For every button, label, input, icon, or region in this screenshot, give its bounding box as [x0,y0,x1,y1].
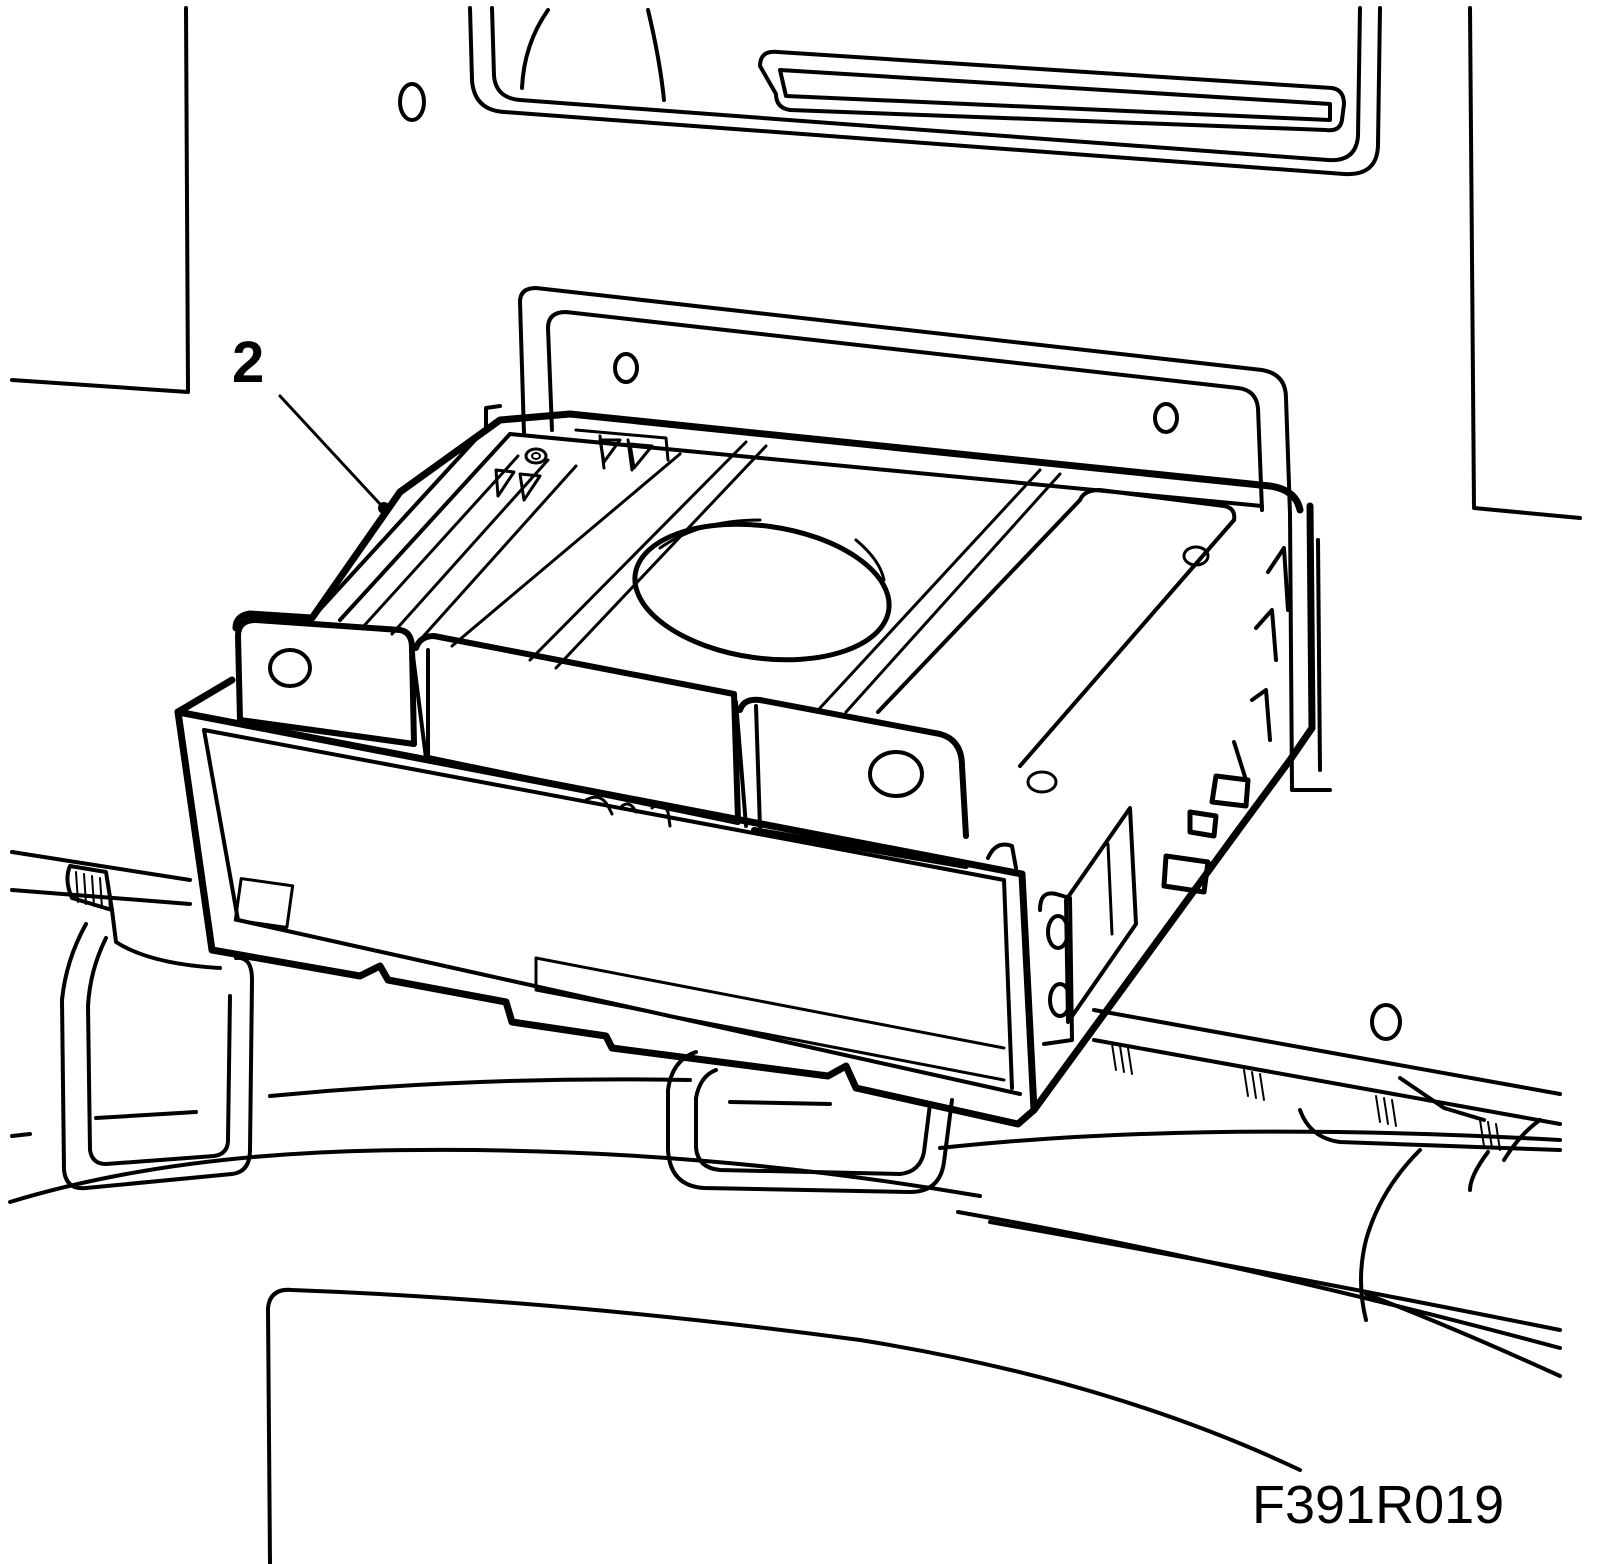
hatched-clips [75,871,1501,1151]
radio-unit [174,404,1316,1128]
figure-code: F391R019 [1252,1475,1505,1535]
callout-leader [278,394,390,514]
background-panels [8,6,1582,1564]
callout-number-2: 2 [232,330,265,395]
